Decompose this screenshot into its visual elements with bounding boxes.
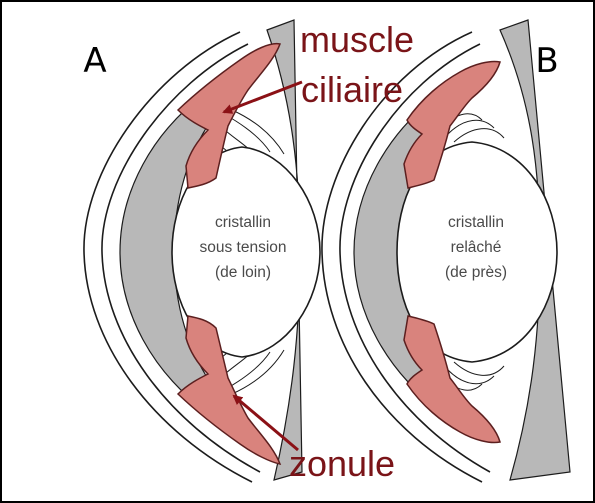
lens-label-line-2-a: sous tension xyxy=(199,239,286,256)
lens-label-line-2-b: relâché xyxy=(451,239,502,256)
lens-label-line-3-a: (de loin) xyxy=(215,264,271,281)
lens-label-line-3-b: (de près) xyxy=(445,264,507,281)
muscle-label-line-1: muscle xyxy=(300,19,414,60)
zonule-label: zonule xyxy=(289,443,395,484)
lens-label-line-1-a: cristallin xyxy=(215,214,271,231)
lens-label-line-1-b: cristallin xyxy=(448,214,504,231)
panel-letter-b: B xyxy=(535,41,558,81)
panel-letter-a: A xyxy=(83,41,106,81)
muscle-label-line-2: ciliaire xyxy=(301,69,403,110)
